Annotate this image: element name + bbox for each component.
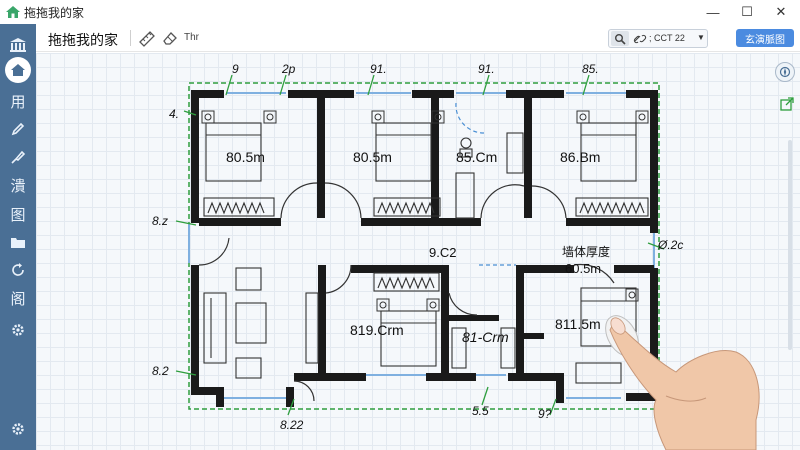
tool-label: Thr [184, 32, 199, 43]
minimize-button[interactable]: — [706, 4, 720, 20]
windows [188, 92, 655, 399]
dimension-labels: 9 2p 91. 91. 85. 4. 8.z 8.2 Ø.2c 8.22 5.… [152, 62, 683, 432]
chevron-down-icon: ▼ [697, 33, 705, 42]
dim-top-1: 9 [232, 62, 239, 76]
hall-label: 9.C2 [429, 245, 456, 260]
room-label-7: 811.5m [555, 316, 601, 332]
compass-icon[interactable] [775, 62, 795, 82]
sidebar-item-qing[interactable]: 潰 [10, 177, 26, 195]
folder-icon[interactable] [4, 229, 32, 255]
room-label-5: 819.Crm [350, 322, 404, 338]
link-icon [633, 34, 647, 44]
app-logo-icon [6, 6, 20, 18]
library-icon[interactable] [4, 32, 32, 58]
room-label-6: 81-Crm [462, 329, 509, 345]
vertical-scrollbar[interactable] [788, 140, 792, 350]
floor-plan[interactable]: 9 2p 91. 91. 85. 4. 8.z 8.2 Ø.2c 8.22 5.… [36, 53, 800, 450]
room-label-1: 80.5m [226, 149, 265, 165]
settings-gear-icon[interactable] [4, 416, 32, 442]
app-title: 拖拖我的家 [24, 6, 85, 20]
dim-bottom-3: 9? [538, 407, 552, 421]
doors [198, 182, 615, 402]
room-labels: 80.5m 80.5m 85.Cm 86.Bm 9.C2 墙体厚度 60.5m … [226, 149, 610, 345]
eraser-icon[interactable] [161, 29, 179, 47]
dim-left-2: 8.z [152, 214, 168, 228]
sidebar-item-tu[interactable]: 图 [10, 206, 26, 224]
room-label-2: 80.5m [353, 149, 392, 165]
hand-pointer-icon [605, 315, 760, 450]
dim-top-2: 2p [281, 62, 296, 76]
home-icon[interactable] [5, 57, 31, 83]
gear-icon[interactable] [4, 317, 32, 343]
dim-bottom-1: 8.22 [280, 418, 304, 432]
sidebar: 用 潰 图 阁 [0, 24, 36, 450]
brush-icon[interactable] [4, 144, 32, 170]
design-canvas[interactable]: 9 2p 91. 91. 85. 4. 8.z 8.2 Ø.2c 8.22 5.… [36, 53, 800, 450]
view-select-value: ; CCT 22 [649, 33, 685, 43]
wall-thickness-value: 60.5m [565, 261, 601, 276]
dim-bottom-2: 5.5 [472, 404, 489, 418]
dim-left-3: 8.2 [152, 364, 169, 378]
dim-right-1: Ø.2c [657, 238, 683, 252]
dim-top-5: 85. [582, 62, 599, 76]
title-bar: 拖拖我的家 — ☐ ✕ [0, 0, 800, 24]
view-selector[interactable]: ; CCT 22 ▼ [608, 29, 708, 48]
render-button[interactable]: 玄演脈图 [736, 29, 794, 47]
door-swing [455, 102, 485, 134]
dim-left-1: 4. [169, 107, 179, 121]
room-label-4: 86.Bm [560, 149, 600, 165]
sidebar-item-ge[interactable]: 阁 [10, 290, 26, 308]
toolbar-divider [130, 30, 131, 46]
dim-top-4: 91. [478, 62, 495, 76]
sidebar-item-use[interactable]: 用 [10, 93, 26, 111]
nightstands [201, 110, 649, 312]
dim-top-3: 91. [370, 62, 387, 76]
document-title: 拖拖我的家 [48, 32, 118, 48]
expand-icon[interactable] [780, 97, 794, 111]
refresh-icon[interactable] [4, 257, 32, 283]
maximize-button[interactable]: ☐ [741, 4, 753, 19]
search-icon[interactable] [611, 31, 629, 46]
close-button[interactable]: ✕ [775, 4, 787, 19]
wall-thickness-label: 墙体厚度 [562, 244, 610, 259]
room-label-3: 85.Cm [456, 149, 497, 165]
dimension-ticks [175, 74, 665, 416]
ruler-icon[interactable] [138, 29, 156, 47]
toolbar: 拖拖我的家 Thr ; CCT 22 ▼ 玄演脈图 [36, 24, 800, 52]
walls [191, 90, 658, 407]
pencil-icon[interactable] [4, 116, 32, 142]
